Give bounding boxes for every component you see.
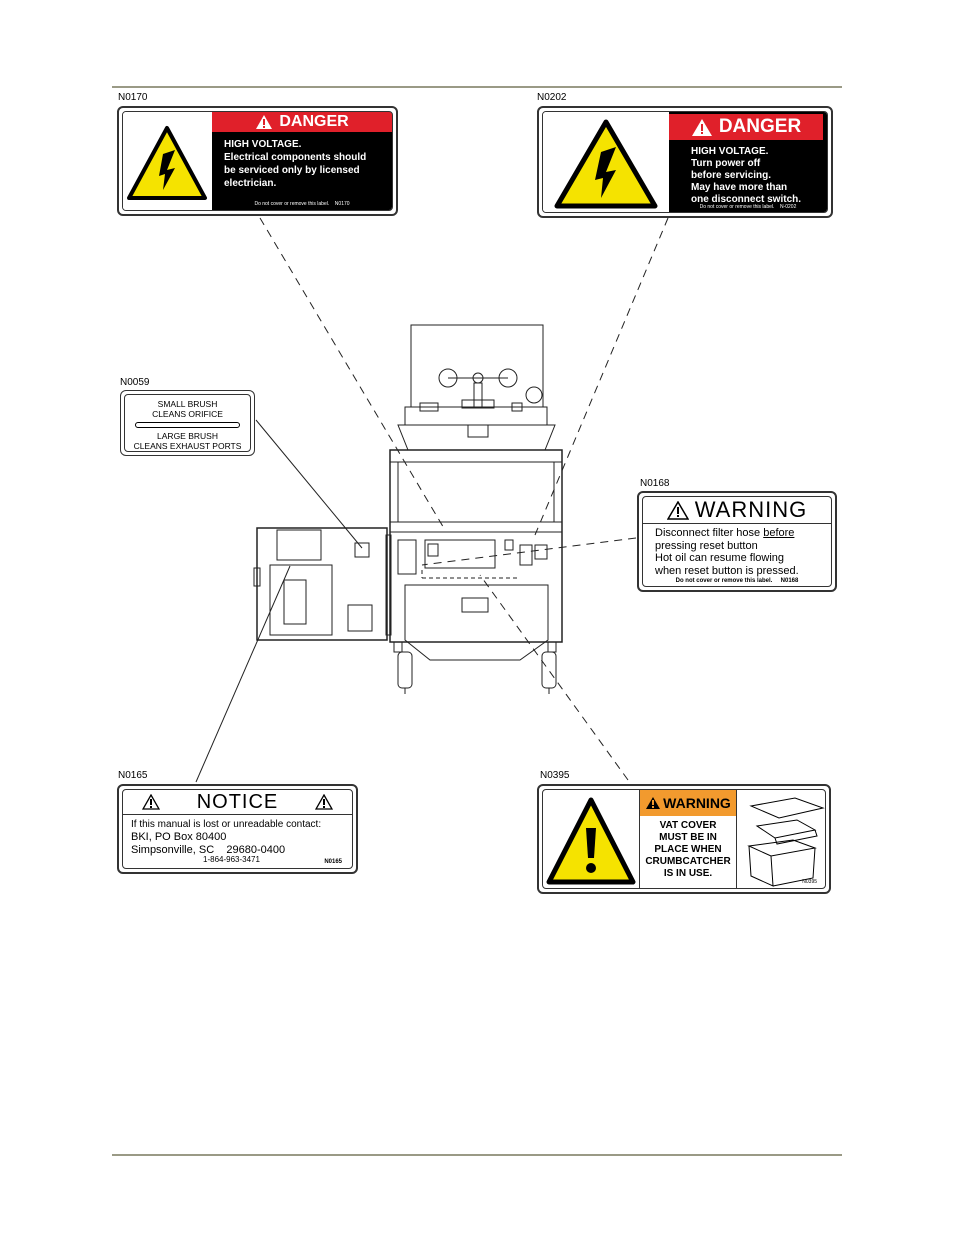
danger-icon-panel	[543, 112, 669, 212]
high-voltage-icon	[127, 126, 207, 200]
exclamation-icon	[546, 797, 636, 885]
danger-icon-panel	[123, 112, 212, 210]
danger-footer-code: N0170	[334, 201, 350, 207]
danger-line-1: HIGH VOLTAGE.	[691, 146, 769, 157]
leader-n0059	[255, 419, 363, 549]
vat-line-1: VAT COVER	[659, 820, 717, 831]
warning-triangle-icon	[256, 115, 273, 129]
danger-footer: Do not cover or remove this label.	[254, 201, 330, 207]
brush-divider-icon	[135, 422, 240, 428]
danger-footer: Do not cover or remove this label.	[699, 204, 775, 210]
vat-footer-code: N0395	[802, 879, 817, 885]
label-code-n0395: N0395	[540, 770, 570, 781]
exclamation-panel	[543, 790, 640, 888]
notice-footer-code: N0165	[324, 859, 342, 865]
brush-line-2: CLEANS ORIFICE	[152, 409, 223, 419]
warning-header: WARNING	[640, 790, 736, 816]
notice-line-3: Simpsonville, SC 29680-0400	[131, 844, 286, 856]
danger-line-3: before servicing.	[691, 170, 772, 181]
warning-line-2: pressing reset button	[655, 539, 758, 552]
warning-triangle-icon	[315, 794, 334, 810]
danger-header: DANGER	[212, 112, 392, 132]
brush-line-1: SMALL BRUSH	[157, 399, 218, 409]
danger-line-5: one disconnect switch.	[691, 194, 802, 205]
label-code-n0168: N0168	[640, 478, 670, 489]
danger-label-n0202: DANGER HIGH VOLTAGE. Turn power off befo…	[537, 106, 833, 218]
danger-header: DANGER	[669, 114, 823, 140]
warning-triangle-icon	[141, 794, 160, 810]
vat-line-2: MUST BE IN	[659, 832, 717, 843]
label-code-n0170: N0170	[118, 92, 148, 103]
leader-n0165	[195, 565, 291, 783]
warning-label-n0395: WARNING VAT COVER MUST BE IN PLACE WHEN …	[537, 784, 831, 894]
leader-n0202	[534, 217, 669, 536]
warning-label-n0168: WARNING Disconnect filter hose before pr…	[637, 491, 837, 592]
danger-line-2: Turn power off	[691, 158, 761, 169]
warning-line-1: Disconnect filter hose before	[655, 527, 795, 539]
warning-triangle-icon	[646, 797, 661, 809]
vat-cover-icon	[747, 797, 825, 887]
warning-emphasis: before	[763, 527, 795, 539]
label-code-n0059: N0059	[120, 377, 150, 388]
leader-n0395	[479, 574, 629, 781]
danger-line-2: Electrical components should	[224, 152, 367, 163]
vat-line-5: IS IN USE.	[663, 868, 713, 879]
label-code-n0202: N0202	[537, 92, 567, 103]
bottom-rule	[112, 1154, 842, 1156]
warning-line-4: when reset button is pressed.	[655, 564, 799, 577]
leader-n0168	[421, 537, 637, 566]
danger-line-3: be serviced only by licensed	[224, 165, 360, 176]
notice-label-n0165: NOTICE If this manual is lost or unreada…	[117, 784, 358, 874]
danger-line-4: May have more than	[691, 182, 788, 193]
vat-line-3: PLACE WHEN	[654, 844, 722, 855]
warning-triangle-icon	[666, 500, 689, 520]
notice-line-1: If this manual is lost or unreadable con…	[131, 819, 322, 830]
brush-line-4: CLEANS EXHAUST PORTS	[133, 441, 242, 451]
high-voltage-icon	[554, 119, 658, 209]
notice-phone: 1-864-963-3471	[203, 855, 260, 864]
warning-footer: Do not cover or remove this label.	[675, 578, 773, 584]
warning-footer-code: N0168	[780, 578, 799, 584]
notice-line-2: BKI, PO Box 80400	[131, 831, 227, 843]
notice-header: NOTICE	[123, 790, 352, 815]
brush-label-n0059: SMALL BRUSH CLEANS ORIFICE LARGE BRUSH C…	[120, 390, 255, 456]
vat-line-4: CRUMBCATCHER	[645, 856, 731, 867]
leader-n0170	[259, 217, 446, 531]
danger-line-4: electrician.	[224, 178, 277, 189]
warning-header: WARNING	[643, 497, 831, 524]
danger-label-n0170: DANGER HIGH VOLTAGE. Electrical componen…	[117, 106, 398, 216]
label-code-n0165: N0165	[118, 770, 148, 781]
warning-triangle-icon	[691, 118, 712, 136]
brush-line-3: LARGE BRUSH	[157, 431, 218, 441]
top-rule	[112, 86, 842, 88]
danger-line-1: HIGH VOLTAGE.	[224, 139, 302, 150]
danger-footer-code: N-0202	[779, 204, 797, 210]
warning-line-3: Hot oil can resume flowing	[655, 552, 785, 564]
